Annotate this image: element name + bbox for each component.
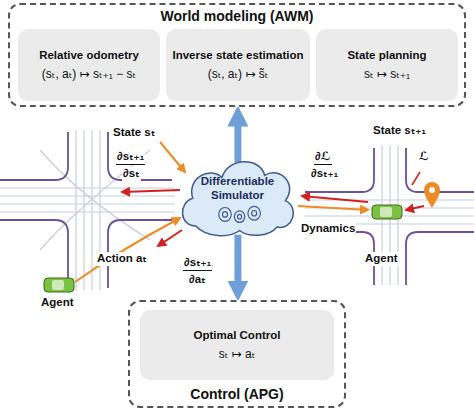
data-flow-arrow xyxy=(234,235,241,291)
agent-car xyxy=(372,205,402,219)
data-flow-arrow xyxy=(234,116,241,163)
drawing-part xyxy=(380,207,392,217)
formula: (sₜ, aₜ) ↦ sₜ₊₁ − sₜ xyxy=(42,67,136,82)
group-title: World modeling (AWM) xyxy=(10,8,464,24)
drawing-part xyxy=(75,130,76,290)
right-intersection xyxy=(305,145,474,285)
agent-car xyxy=(44,278,74,292)
annotation-label: Dynamics xyxy=(300,222,356,236)
process-box: Optimal Control sₜ ↦ aₜ xyxy=(140,310,334,380)
drawing-part xyxy=(305,145,474,285)
drawing-part xyxy=(429,187,435,193)
drawing-part xyxy=(406,232,474,285)
drawing-part xyxy=(412,172,420,185)
process-box: State planning sₜ ↦ sₜ₊₁ xyxy=(316,29,458,101)
box-title: Relative odometry xyxy=(39,48,139,62)
group-title: Control (APG) xyxy=(130,386,344,402)
box-title: State planning xyxy=(347,48,426,62)
drawing-part xyxy=(424,182,440,208)
flow-arrows xyxy=(75,142,424,282)
annotation-label: State sₜ xyxy=(112,126,156,140)
gear-symbol xyxy=(219,206,261,222)
formula: sₜ ↦ aₜ xyxy=(219,347,255,362)
group-box: Control (APG) Optimal Control sₜ ↦ aₜ xyxy=(128,300,346,408)
formula: sₜ ↦ sₜ₊₁ xyxy=(364,67,410,82)
process-box: Inverse state estimation (sₜ, aₜ) ↦ s̃ₜ xyxy=(166,29,310,101)
annotation-label: ∂ℒ xyxy=(314,150,332,165)
drawing-part xyxy=(372,205,402,219)
simulator-cloud: Differentiable Simulator xyxy=(175,150,300,242)
drawing-part xyxy=(0,132,172,288)
drawing-part xyxy=(302,196,368,202)
box-title: Inverse state estimation xyxy=(172,48,303,62)
annotation-label: Agent xyxy=(40,296,75,310)
drawing-part xyxy=(75,218,180,282)
drawing-part xyxy=(91,130,92,290)
drawing-part xyxy=(40,150,150,250)
drawing-part xyxy=(0,132,68,180)
drawing-part xyxy=(0,211,175,212)
drawing-part xyxy=(305,148,374,192)
drawing-part xyxy=(298,206,368,210)
formula: (sₜ, aₜ) ↦ s̃ₜ xyxy=(208,67,269,82)
annotation-label: ∂sₜ₊₁ xyxy=(116,150,145,165)
drawing-part xyxy=(0,187,175,188)
annotation-label: ∂sₜ₊₁ xyxy=(310,167,339,181)
process-box: Relative odometry (sₜ, aₜ) ↦ sₜ₊₁ − sₜ xyxy=(18,29,160,101)
box-title: Optimal Control xyxy=(194,328,281,342)
drawing-part xyxy=(406,206,424,210)
left-intersection xyxy=(0,130,175,290)
drawing-part xyxy=(40,150,150,240)
annotation-label: State sₜ₊₁ xyxy=(372,124,427,138)
drawing-part xyxy=(44,278,74,292)
drawing-part xyxy=(160,142,185,172)
drawing-part xyxy=(0,130,175,290)
annotation-label: ∂sₜ xyxy=(122,167,141,181)
annotation-label: Agent xyxy=(364,252,399,266)
group-box: World modeling (AWM) Relative odometry (sₜ… xyxy=(8,3,466,107)
drawing-part xyxy=(305,148,474,285)
drawing-part xyxy=(52,280,64,290)
drawing-part xyxy=(122,190,180,192)
drawing-part xyxy=(158,230,182,246)
annotation-label: ∂aₜ xyxy=(188,273,207,287)
drawing-part xyxy=(406,148,474,192)
annotation-label: ∂sₜ₊₁ xyxy=(183,256,212,271)
annotation-label: Action aₜ xyxy=(96,252,148,266)
drawing-part xyxy=(83,130,84,290)
annotation-label: ℒ xyxy=(418,150,430,164)
box-title: Differentiable Simulator xyxy=(175,175,300,203)
goal-pin xyxy=(424,182,440,208)
